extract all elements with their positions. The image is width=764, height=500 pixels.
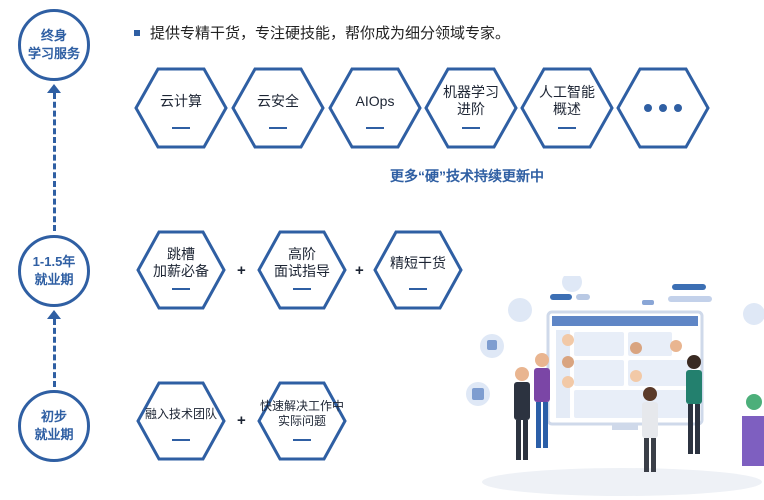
- topic-hex[interactable]: 快速解决工作中 实际问题: [257, 381, 347, 461]
- topic-label: AIOps: [355, 92, 395, 109]
- topic-label: 机器学习 进阶: [443, 84, 499, 117]
- dash-icon: [409, 288, 427, 290]
- topic-label: 高阶 面试指导: [274, 246, 330, 279]
- dash-icon: [293, 288, 311, 290]
- topic-hex[interactable]: 跳槽 加薪必备: [136, 230, 226, 310]
- more-updates-note: 更多“硬”技术持续更新中: [390, 168, 544, 184]
- topic-hex[interactable]: AIOps: [328, 67, 422, 149]
- connector-line: [53, 93, 56, 231]
- dash-icon: [462, 127, 480, 129]
- topic-label: 快速解决工作中 实际问题: [259, 399, 344, 428]
- dash-icon: [269, 127, 287, 129]
- topic-hex[interactable]: 云计算: [134, 67, 228, 149]
- dash-icon: [172, 439, 190, 441]
- stage-lifelong-label: 终身 学习服务: [27, 28, 80, 61]
- topic-label: 精短干货: [390, 254, 446, 271]
- topic-label: 云安全: [257, 92, 299, 109]
- team-dashboard-illustration: [462, 272, 764, 500]
- topic-hex[interactable]: 机器学习 进阶: [424, 67, 518, 149]
- intro-line: 提供专精干货，专注硬技能，帮你成为细分领域专家。: [134, 22, 510, 43]
- plus-icon: +: [237, 412, 246, 429]
- stage-initial-employment: 初步 就业期: [18, 390, 90, 462]
- topic-hex[interactable]: 人工智能 概述: [520, 67, 614, 149]
- bullet-square-icon: [134, 29, 140, 36]
- connector-line: [53, 319, 56, 387]
- more-topics-hex[interactable]: [616, 67, 710, 149]
- topic-hex[interactable]: 融入技术团队: [136, 381, 226, 461]
- topic-label: 云计算: [160, 92, 202, 109]
- stage-employment-label: 1-1.5年 就业期: [32, 254, 76, 287]
- topic-hex[interactable]: 精短干货: [373, 230, 463, 310]
- more-dots-icon: [616, 67, 710, 149]
- topic-hex[interactable]: 高阶 面试指导: [257, 230, 347, 310]
- topic-label: 融入技术团队: [144, 406, 217, 421]
- plus-icon: +: [355, 262, 364, 279]
- arrow-up-icon: [47, 84, 61, 93]
- topic-label: 人工智能 概述: [539, 84, 595, 117]
- plus-icon: +: [237, 262, 246, 279]
- dash-icon: [293, 439, 311, 441]
- arrow-up-icon: [47, 310, 61, 319]
- stage-lifelong-learning: 终身 学习服务: [18, 9, 90, 81]
- stage-employment-period: 1-1.5年 就业期: [18, 235, 90, 307]
- dash-icon: [366, 127, 384, 129]
- dash-icon: [558, 127, 576, 129]
- dash-icon: [172, 127, 190, 129]
- intro-text: 提供专精干货，专注硬技能，帮你成为细分领域专家。: [150, 25, 511, 42]
- topic-hex[interactable]: 云安全: [231, 67, 325, 149]
- topic-label: 跳槽 加薪必备: [153, 246, 209, 279]
- dash-icon: [172, 288, 190, 290]
- stage-initial-label: 初步 就业期: [34, 409, 74, 442]
